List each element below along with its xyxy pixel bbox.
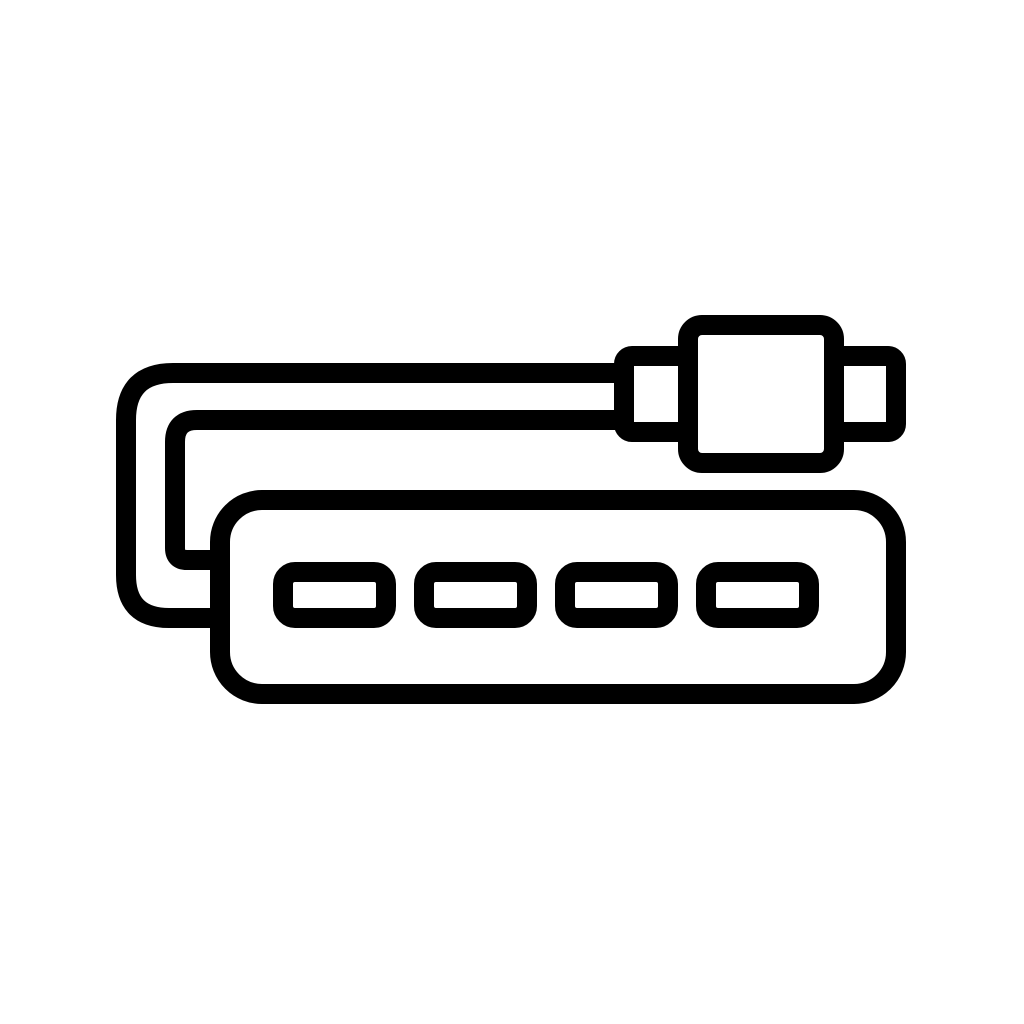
usb-port-3 bbox=[555, 562, 678, 628]
usb-port-4 bbox=[696, 562, 819, 628]
plug-body bbox=[678, 315, 844, 473]
usb-port-1 bbox=[273, 562, 396, 628]
hub-body bbox=[210, 490, 906, 704]
cable-inner-line bbox=[165, 410, 634, 570]
ports-group bbox=[273, 562, 819, 628]
plug-tip bbox=[824, 346, 906, 442]
cable-outer-line bbox=[116, 363, 634, 628]
usb-port-2 bbox=[414, 562, 537, 628]
